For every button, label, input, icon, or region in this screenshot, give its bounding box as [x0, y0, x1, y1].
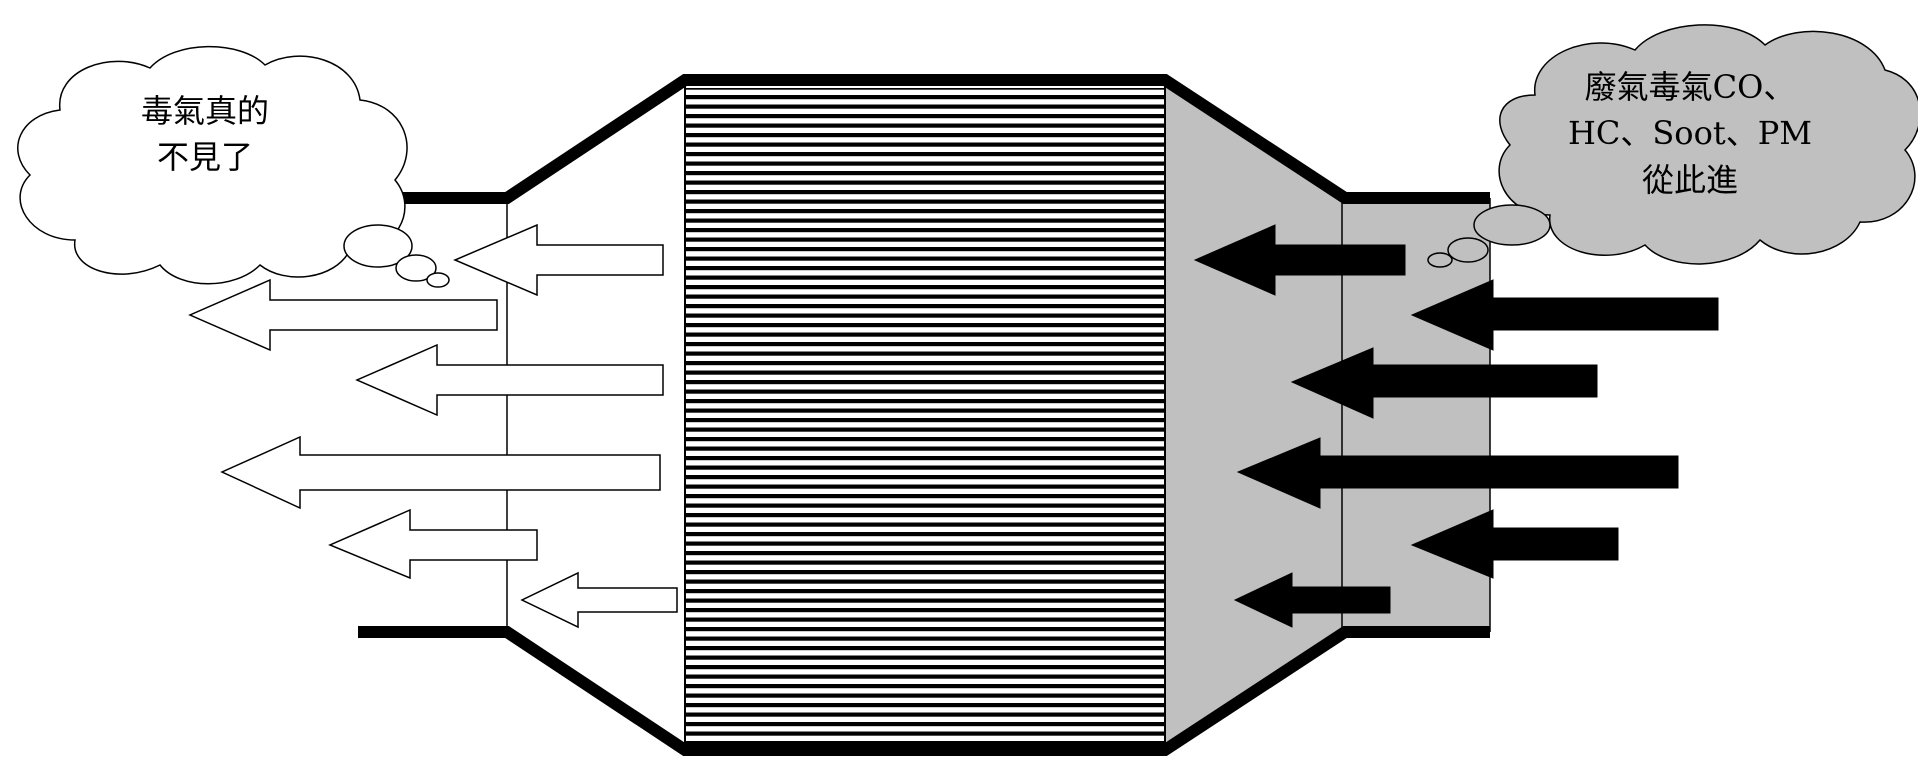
solid-left-arrow-icon — [1233, 572, 1391, 628]
filter-core-lines — [685, 88, 1165, 744]
solid-left-arrow-icon — [1236, 437, 1679, 509]
housing-bottom-outline — [358, 626, 1490, 756]
solid-left-arrow-icon — [1193, 224, 1406, 296]
right-thought-cloud — [1427, 24, 1918, 268]
right-cloud-text: 廢氣毒氣CO、 HC、Soot、PM 從此進 — [1550, 64, 1830, 203]
left-cloud-text: 毒氣真的 不見了 — [100, 88, 310, 181]
outline-left-arrow-icon — [355, 343, 664, 417]
right-cloud-line-1: 廢氣毒氣CO、 — [1584, 68, 1796, 106]
outline-left-arrow-icon — [220, 435, 661, 510]
right-cloud-line-3: 從此進 — [1641, 160, 1738, 199]
left-cloud-line-1: 毒氣真的 — [140, 92, 269, 130]
thought-bubble-small — [426, 272, 450, 288]
thought-bubble-large — [1473, 204, 1551, 246]
outline-left-arrow-icon — [453, 223, 664, 297]
outline-left-arrow-icon — [520, 571, 678, 629]
thought-bubble-medium — [395, 254, 437, 282]
solid-left-arrow-icon — [1290, 347, 1598, 419]
thought-bubble-large — [343, 224, 413, 268]
solid-left-arrow-icon — [1410, 509, 1619, 579]
thought-bubble-medium — [1447, 237, 1489, 263]
solid-left-arrow-icon — [1410, 279, 1719, 351]
left-thought-cloud — [17, 45, 450, 288]
right-cloud-line-2: HC、Soot、PM — [1567, 114, 1812, 153]
outline-left-arrow-icon — [328, 508, 538, 580]
outline-left-arrow-icon — [188, 278, 498, 352]
thought-bubble-small — [1427, 252, 1453, 268]
housing-top-outline — [358, 74, 1490, 204]
clean-arrows — [188, 223, 678, 629]
dirty-arrows — [1193, 224, 1719, 628]
left-cloud-line-2: 不見了 — [156, 138, 253, 177]
